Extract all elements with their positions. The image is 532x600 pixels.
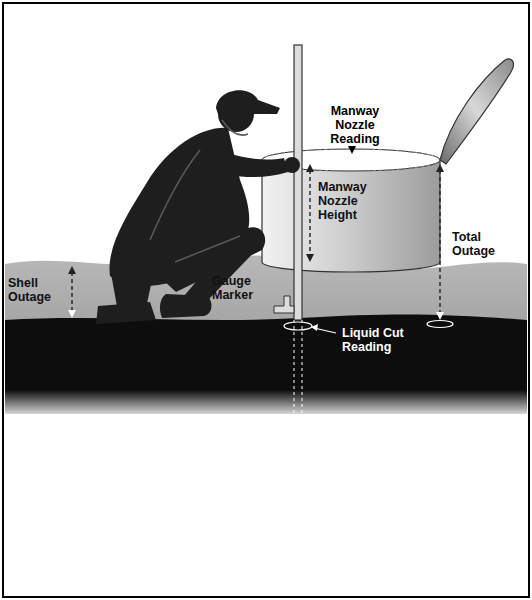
gauge-marker xyxy=(274,296,294,313)
gauger-figure xyxy=(96,90,288,324)
frame xyxy=(3,3,529,597)
leader-head xyxy=(311,324,318,331)
tank-bottom xyxy=(5,390,527,414)
reading-label: Liquid Cut Reading xyxy=(342,326,422,354)
liquid xyxy=(5,314,527,392)
gauge-rod-submerged xyxy=(294,320,302,420)
height-label: Manway Nozzle Height xyxy=(318,180,376,222)
ripple xyxy=(427,321,453,328)
tank-shell xyxy=(5,256,527,412)
arrowheads-on-liquid xyxy=(68,310,444,320)
reading-label: Manway Nozzle Reading xyxy=(310,104,400,146)
leader-head xyxy=(348,146,356,154)
figure-highlights xyxy=(150,120,248,262)
ripple xyxy=(284,322,312,330)
outage-label: Total Outage xyxy=(452,230,512,258)
manway-lid xyxy=(440,59,513,164)
outage-label: Shell Outage xyxy=(8,276,66,304)
gauge-rod xyxy=(294,45,302,320)
hand xyxy=(284,157,300,173)
dimension-lines xyxy=(72,170,440,314)
leader-lines xyxy=(314,134,352,333)
marker-label: Gauge Marker xyxy=(212,274,270,302)
manway-nozzle xyxy=(262,160,440,272)
arrowheads xyxy=(68,164,444,274)
